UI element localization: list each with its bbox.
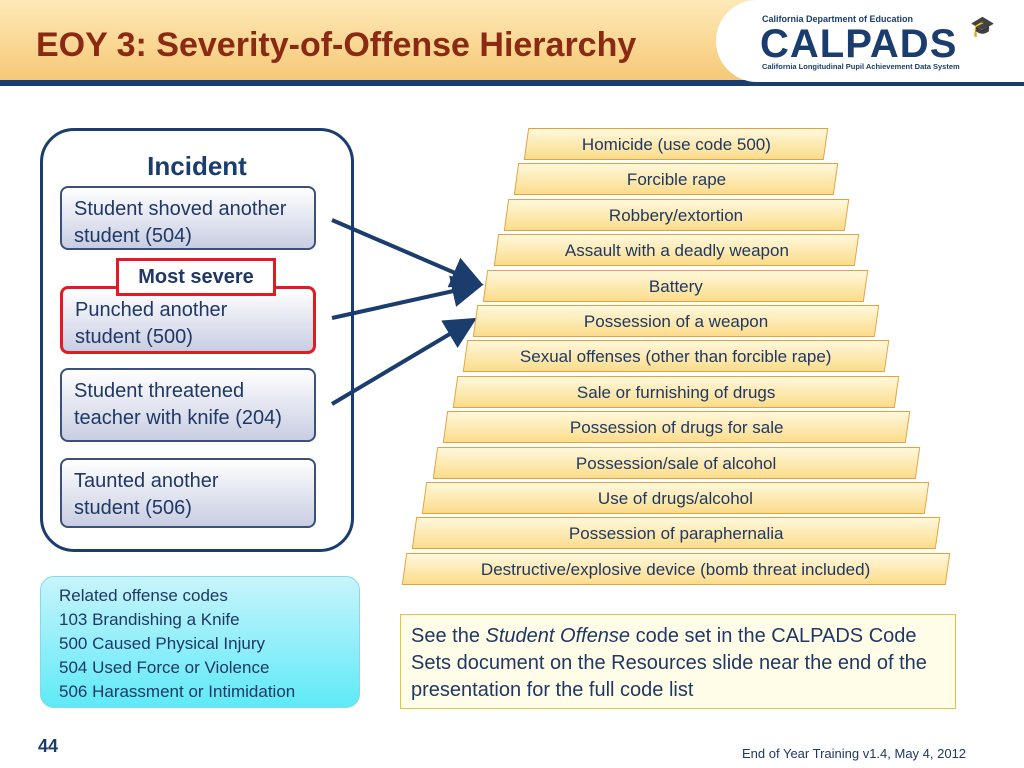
graduation-cap-icon: 🎓 [970, 16, 995, 38]
incident-item-shoved: Student shoved another student (504) [60, 186, 316, 250]
code-set-note: See the Student Offense code set in the … [400, 614, 956, 709]
hierarchy-rung: Sale or furnishing of drugs [452, 375, 900, 408]
header-band [0, 0, 760, 84]
incident-item-line: Punched another [75, 299, 228, 321]
arrow-punched-to-battery [331, 275, 484, 320]
related-code-item: 500 Caused Physical Injury [59, 634, 266, 653]
arrow-shoved-to-battery [331, 218, 484, 288]
incident-item-line: Taunted another [74, 470, 219, 492]
hierarchy-rung: Homicide (use code 500) [523, 128, 829, 160]
hierarchy-rung: Sexual offenses (other than forcible rap… [462, 340, 890, 373]
logo-main-text: CALPADS [760, 22, 958, 66]
incident-item-threatened: Student threatened teacher with knife (2… [60, 368, 316, 442]
hierarchy-rung: Assault with a deadly weapon [493, 234, 859, 267]
hierarchy-rung: Possession of paraphernalia [411, 517, 941, 550]
hierarchy-rung: Forcible rape [513, 163, 839, 196]
slide-header: EOY 3: Severity-of-Offense Hierarchy Cal… [0, 0, 1024, 88]
incident-item-line: student (504) [74, 225, 192, 247]
incident-item-line: teacher with knife (204) [74, 407, 282, 429]
hierarchy-rung: Use of drugs/alcohol [422, 482, 930, 514]
note-prefix: See the [411, 625, 486, 647]
most-severe-callout: Most severe [116, 258, 276, 296]
slide-number: 44 [38, 736, 59, 756]
related-code-item: 506 Harassment or Intimidation [59, 682, 296, 701]
related-code-item: 504 Used Force or Violence [59, 658, 270, 677]
slide-title: EOY 3: Severity-of-Offense Hierarchy [36, 26, 637, 64]
hierarchy-rung: Possession/sale of alcohol [432, 446, 920, 479]
incident-item-line: student (506) [74, 497, 192, 519]
hierarchy-rung: Battery [483, 269, 869, 302]
hierarchy-rung: Possession of a weapon [472, 305, 880, 337]
incident-panel: Incident [40, 128, 354, 552]
incident-item-line: Student threatened [74, 380, 245, 402]
incident-item-punched: Punched another student (500) [60, 286, 316, 354]
incident-item-line: student (500) [75, 326, 193, 348]
logo-top-text: California Department of Education [762, 14, 914, 24]
calpads-logo: California Department of Education CALPA… [716, 0, 1024, 82]
related-codes-box: Related offense codes 103 Brandishing a … [40, 576, 360, 708]
hierarchy-rung: Possession of drugs for sale [442, 411, 910, 444]
hierarchy-rung: Destructive/explosive device (bomb threa… [401, 552, 951, 585]
note-suffix: code set in the CALPADS Code Sets docume… [411, 625, 927, 701]
related-code-item: 103 Brandishing a Knife [59, 610, 240, 629]
incident-title: Incident [147, 151, 247, 181]
hierarchy-rung: Robbery/extortion [503, 198, 849, 231]
footer-text: End of Year Training v1.4, May 4, 2012 [742, 746, 967, 761]
note-emphasis: Student Offense [485, 625, 631, 647]
related-codes-heading: Related offense codes [59, 586, 228, 605]
arrow-threatened-to-weapon [330, 317, 477, 406]
logo-sub-text: California Longitudinal Pupil Achievemen… [762, 62, 960, 71]
incident-item-taunted: Taunted another student (506) [60, 458, 316, 528]
incident-item-line: Student shoved another [74, 198, 287, 220]
header-rule [0, 80, 1024, 86]
